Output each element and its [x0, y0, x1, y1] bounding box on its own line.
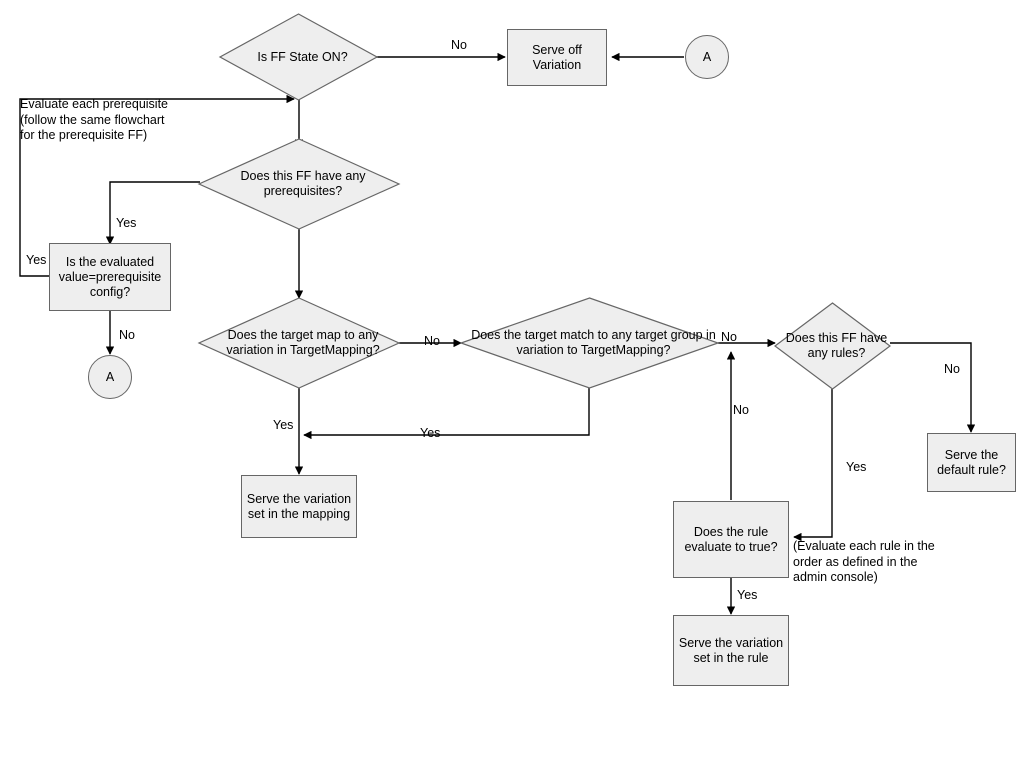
process-serve-variation-in-mapping[interactable]: Serve the variation set in the mapping	[241, 475, 357, 538]
decision-has-rules-label: Does this FF have any rules?	[785, 331, 888, 360]
connector-a-top-label: A	[702, 49, 712, 64]
connector-a-top[interactable]: A	[685, 35, 729, 79]
process-serve-variation-in-rule-label: Serve the variation set in the rule	[678, 635, 784, 665]
decision-target-match-group[interactable]: Does the target match to any target grou…	[459, 297, 720, 389]
decision-rule-evaluate-to-true[interactable]: Does the rule evaluate to true?	[673, 501, 789, 578]
edge-label-target-map-yes: Yes	[273, 418, 294, 432]
process-serve-default-rule[interactable]: Serve the default rule?	[927, 433, 1016, 492]
process-serve-off-variation-label: Serve off Variation	[532, 42, 582, 72]
edge-label-target-map-no: No	[424, 334, 440, 348]
edge-label-target-group-no: No	[721, 330, 737, 344]
process-serve-variation-in-rule[interactable]: Serve the variation set in the rule	[673, 615, 789, 686]
decision-rule-evaluate-to-true-label: Does the rule evaluate to true?	[684, 524, 778, 554]
process-serve-variation-in-mapping-label: Serve the variation set in the mapping	[246, 491, 352, 521]
decision-has-prerequisites[interactable]: Does this FF have any prerequisites?	[197, 138, 401, 230]
process-is-evaluated-value-prerequisite-config-label: Is the evaluated value=prerequisite conf…	[58, 254, 162, 299]
decision-target-map-to-variation[interactable]: Does the target map to any variation in …	[197, 297, 401, 389]
edge-label-rule-eval-no: No	[733, 403, 749, 417]
decision-ff-state-on[interactable]: Is FF State ON?	[218, 13, 379, 101]
decision-target-map-to-variation-label: Does the target map to any variation in …	[226, 328, 380, 357]
process-serve-off-variation[interactable]: Serve off Variation	[507, 29, 607, 86]
decision-has-prerequisites-label: Does this FF have any prerequisites?	[240, 169, 366, 198]
process-serve-default-rule-label: Serve the default rule?	[937, 447, 1006, 477]
decision-has-rules[interactable]: Does this FF have any rules?	[773, 302, 892, 390]
edge-label-target-group-yes: Yes	[420, 426, 441, 440]
edge-label-has-rules-yes: Yes	[846, 460, 867, 474]
edge-label-rule-eval-yes: Yes	[737, 588, 758, 602]
edge-label-ff-state-no: No	[451, 38, 467, 52]
decision-target-match-group-label: Does the target match to any target grou…	[471, 328, 716, 357]
edge-label-prerequisites-yes: Yes	[116, 216, 137, 230]
note-prerequisite-evaluation: Evaluate each prerequisite (follow the s…	[20, 97, 169, 142]
edge-label-eval-value-yes: Yes	[26, 253, 47, 267]
connector-a-bottom-label: A	[105, 369, 115, 384]
connector-a-bottom[interactable]: A	[88, 355, 132, 399]
edge-label-eval-value-no: No	[119, 328, 135, 342]
decision-ff-state-on-label: Is FF State ON?	[257, 49, 348, 64]
edge-label-has-rules-no: No	[944, 362, 960, 376]
note-rule-order: (Evaluate each rule in the order as defi…	[793, 539, 935, 584]
process-is-evaluated-value-prerequisite-config[interactable]: Is the evaluated value=prerequisite conf…	[49, 243, 171, 311]
